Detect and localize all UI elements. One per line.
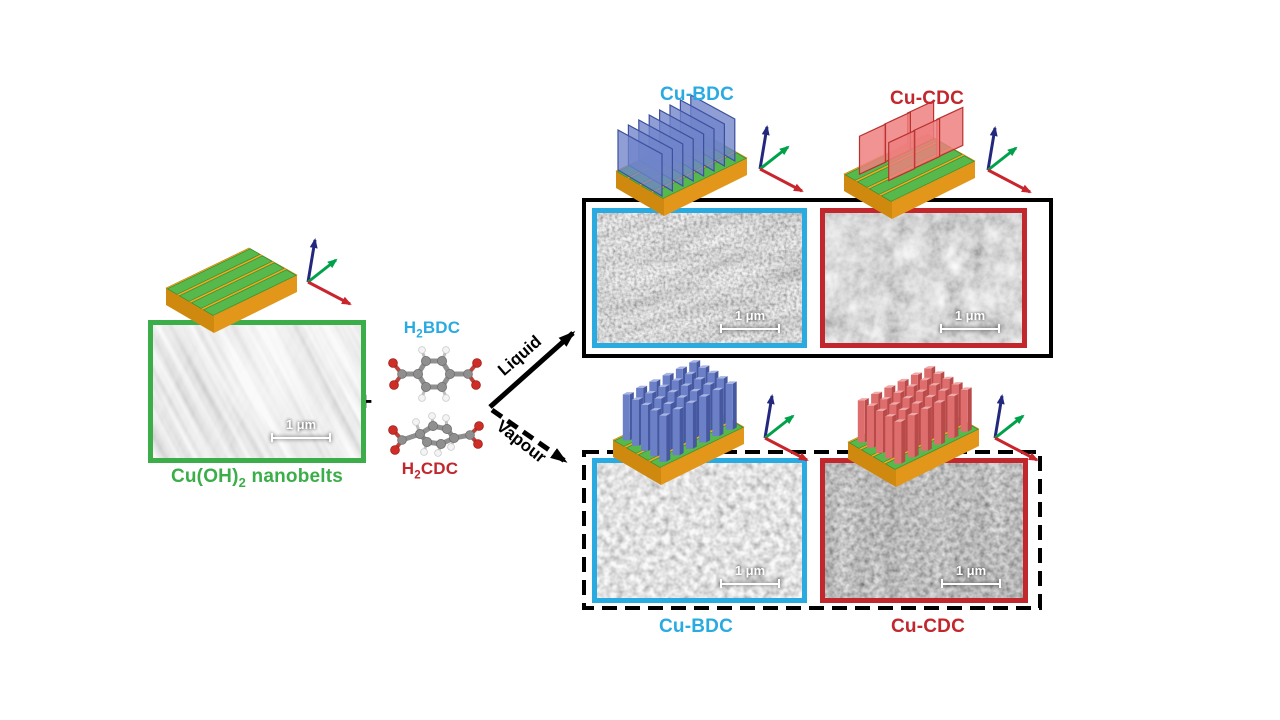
scale-bar-line — [941, 579, 1001, 588]
scale-bar-line — [940, 324, 1000, 333]
vapour-cubdc-schematic — [612, 360, 810, 486]
vapour-products-box — [582, 450, 1042, 610]
liquid-cucdc-schematic — [843, 100, 1041, 220]
sem-panel-vapour-cucdc: 1 μm — [820, 458, 1028, 603]
sem-panel-cuoh2-nanobelts: 1 μm — [148, 320, 366, 463]
liquid-products-box — [582, 198, 1053, 358]
vapour-cubdc-label: Cu-BDC — [658, 616, 734, 637]
scale-bar: 1 μm — [720, 564, 780, 588]
scale-bar-label: 1 μm — [734, 308, 766, 323]
coordinate-axes-icon — [765, 396, 807, 460]
h2bdc-molecule-icon — [388, 346, 482, 402]
sem-image-vapour-cubdc — [597, 463, 802, 598]
scale-bar-line — [271, 433, 331, 442]
liquid-cucdc-label: Cu-CDC — [889, 88, 965, 109]
scale-bar-label: 1 μm — [285, 417, 317, 432]
scale-bar: 1 μm — [940, 309, 1000, 333]
vapour-route-arrow — [490, 407, 568, 464]
sem-image-cuoh2-nanobelts — [153, 325, 361, 458]
h2cdc-molecule-icon — [388, 412, 484, 457]
sem-panel-vapour-cubdc: 1 μm — [592, 458, 807, 603]
sem-panel-liquid-cucdc: 1 μm — [820, 208, 1027, 348]
coordinate-axes-icon — [308, 240, 350, 304]
sem-image-vapour-cucdc — [825, 463, 1023, 598]
liquid-route-arrow — [488, 331, 576, 409]
vapour-cucdc-label: Cu-CDC — [890, 616, 966, 637]
scale-bar: 1 μm — [720, 309, 780, 333]
scale-bar-label: 1 μm — [734, 563, 766, 578]
scale-bar-line — [720, 324, 780, 333]
h2bdc-label: H2BDC — [403, 318, 461, 341]
scale-bar-line — [720, 579, 780, 588]
liquid-cubdc-schematic — [615, 94, 813, 217]
coordinate-axes-icon — [988, 128, 1030, 192]
coordinate-axes-icon — [995, 396, 1037, 460]
scale-bar: 1 μm — [271, 418, 331, 442]
sem-image-liquid-cubdc — [597, 213, 802, 343]
scale-bar: 1 μm — [941, 564, 1001, 588]
h2cdc-label: H2CDC — [401, 459, 459, 482]
sem-image-liquid-cucdc — [825, 213, 1022, 343]
vapour-cucdc-schematic — [847, 366, 1045, 488]
sem-panel-liquid-cubdc: 1 μm — [592, 208, 807, 348]
cuoh2-nanobelts-schematic — [165, 222, 360, 334]
route-arrows — [488, 331, 576, 464]
liquid-cubdc-label: Cu-BDC — [659, 84, 735, 105]
coordinate-axes-icon — [760, 127, 802, 191]
precursor-label: Cu(OH)2 nanobelts — [170, 466, 344, 490]
scale-bar-label: 1 μm — [955, 563, 987, 578]
scale-bar-label: 1 μm — [954, 308, 986, 323]
